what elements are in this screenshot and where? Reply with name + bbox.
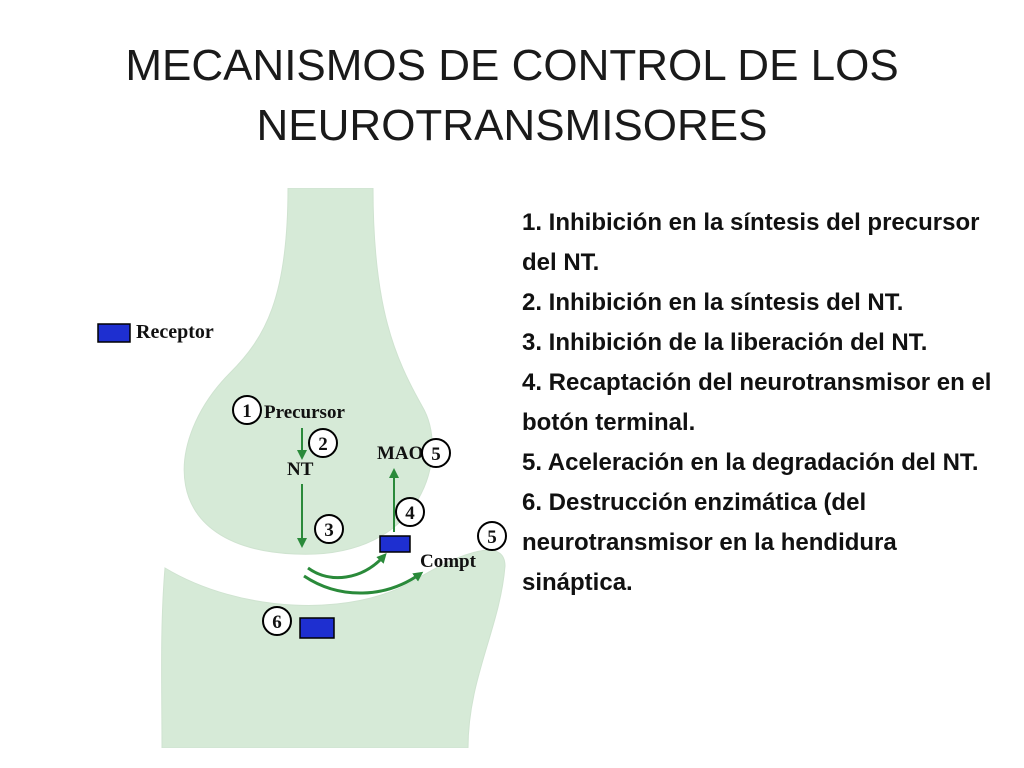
svg-text:5: 5	[431, 444, 441, 465]
postsynaptic-neuron	[161, 549, 506, 748]
presynaptic-receptor	[379, 535, 411, 553]
legend-receptor-symbol	[97, 323, 131, 343]
presynaptic-terminal	[183, 188, 433, 555]
synapse-diagram: Receptor 1 Precursor 2 NT 3 MAO 5 4 5	[90, 188, 520, 748]
svg-text:6: 6	[272, 612, 282, 633]
svg-text:5: 5	[487, 527, 497, 548]
mao-label: MAO	[377, 443, 423, 464]
mechanism-item-3: 3. Inhibición de la liberación del NT.	[522, 329, 928, 356]
step-marker-1: 1	[232, 395, 262, 425]
nt-label: NT	[287, 459, 314, 480]
step-marker-6: 6	[262, 606, 292, 636]
legend-receptor-label: Receptor	[136, 321, 214, 343]
arrow-cleft-to-presynaptic-receptor	[307, 553, 387, 580]
svg-text:3: 3	[324, 520, 334, 541]
mechanism-list: 1. Inhibición en la síntesis del precurs…	[522, 203, 1002, 603]
step-marker-4: 4	[395, 497, 425, 527]
svg-text:2: 2	[318, 434, 328, 455]
mechanism-item-4: 4. Recaptación del neurotransmisor en el…	[522, 369, 992, 436]
title-line-2: NEUROTRANSMISORES	[256, 101, 768, 150]
arrow-cleft-to-compt	[303, 571, 424, 595]
synapse-svg: Receptor 1 Precursor 2 NT 3 MAO 5 4 5	[97, 188, 507, 748]
mechanism-item-2: 2. Inhibición en la síntesis del NT.	[522, 289, 904, 316]
step-marker-2: 2	[308, 428, 338, 458]
compt-label: Compt	[420, 551, 477, 572]
step-marker-5-compt: 5	[477, 521, 507, 551]
mechanism-item-5: 5. Aceleración en la degradación del NT.	[522, 449, 979, 476]
svg-text:1: 1	[242, 401, 252, 422]
mechanism-item-6: 6. Destrucción enzimática (del neurotran…	[522, 489, 897, 596]
step-marker-3: 3	[314, 514, 344, 544]
slide-title: MECANISMOS DE CONTROL DE LOS NEUROTRANSM…	[40, 36, 984, 156]
postsynaptic-receptor	[299, 617, 335, 639]
step-marker-5-mao: 5	[421, 438, 451, 468]
precursor-label: Precursor	[264, 402, 345, 423]
title-line-1: MECANISMOS DE CONTROL DE LOS	[125, 41, 899, 90]
mechanism-item-1: 1. Inhibición en la síntesis del precurs…	[522, 209, 980, 276]
svg-text:4: 4	[405, 503, 415, 524]
